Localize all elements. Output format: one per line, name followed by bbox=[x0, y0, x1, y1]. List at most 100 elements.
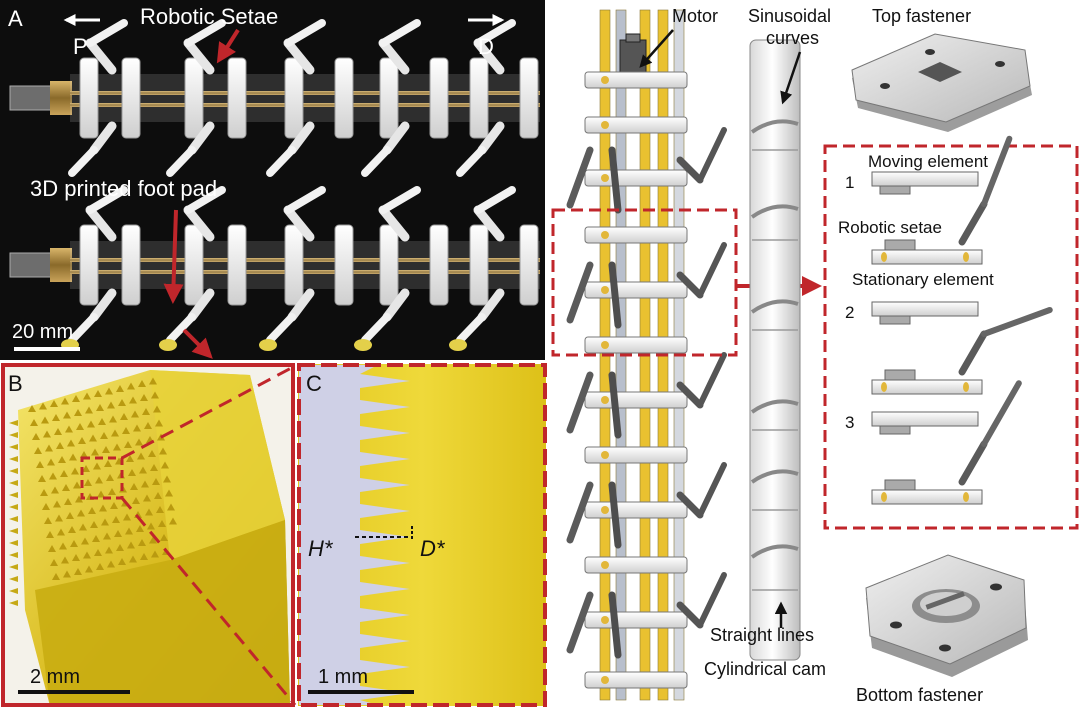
microspike bbox=[98, 418, 106, 425]
disc-bolt bbox=[601, 676, 609, 684]
height-symbol: H* bbox=[308, 536, 334, 561]
assembly-seta bbox=[676, 156, 704, 184]
zoom-line-top bbox=[121, 364, 296, 460]
step-number-2: 2 bbox=[845, 303, 854, 322]
microspike bbox=[154, 492, 162, 499]
microspike bbox=[81, 537, 89, 545]
microspike bbox=[79, 523, 87, 531]
cam-groove bbox=[750, 119, 799, 134]
microspike bbox=[99, 504, 107, 512]
edge-spike bbox=[9, 468, 18, 474]
assembly-disc bbox=[584, 671, 688, 689]
microspike bbox=[149, 536, 157, 544]
inset-seta-link bbox=[981, 135, 1013, 207]
seta-link bbox=[287, 121, 315, 155]
scale-label-c: 1 mm bbox=[318, 666, 368, 688]
motor-arrow bbox=[639, 29, 674, 68]
motor-gear bbox=[50, 248, 72, 282]
disc-bolt bbox=[601, 341, 609, 349]
microspike bbox=[38, 475, 46, 482]
assembly-disc bbox=[584, 501, 688, 519]
microspike bbox=[125, 527, 133, 535]
microspike bbox=[140, 553, 148, 560]
moving-element bbox=[871, 301, 979, 317]
inset-seta-link bbox=[958, 440, 988, 486]
seta-link bbox=[266, 146, 296, 177]
robot-photo-top bbox=[9, 19, 540, 177]
microspike bbox=[169, 517, 177, 525]
microspike bbox=[78, 437, 86, 444]
seta-link bbox=[287, 288, 315, 322]
microspike bbox=[64, 498, 72, 505]
microspike bbox=[112, 516, 120, 523]
seta-link bbox=[473, 205, 505, 242]
seta-link bbox=[85, 205, 117, 242]
assembly-disc bbox=[584, 611, 688, 629]
top-fastener-label: Top fastener bbox=[872, 6, 971, 26]
assembly-seta bbox=[566, 591, 594, 654]
edge-spike bbox=[9, 600, 18, 606]
microspike bbox=[69, 453, 77, 461]
robot-disc bbox=[121, 224, 141, 306]
panel-c-letter: C bbox=[306, 371, 322, 396]
microspike bbox=[152, 478, 160, 485]
robot-disc bbox=[519, 57, 539, 139]
microspike bbox=[101, 518, 109, 526]
cam-groove bbox=[750, 299, 799, 314]
foot-pad bbox=[159, 339, 177, 351]
robotic-setae-label: Robotic Setae bbox=[140, 4, 278, 29]
assembly-seta bbox=[676, 381, 704, 409]
robot-disc bbox=[284, 57, 304, 139]
disc-bolt bbox=[601, 174, 609, 182]
microspike bbox=[148, 450, 156, 457]
scale-label-a: 20 mm bbox=[12, 321, 73, 343]
seta-link bbox=[183, 205, 215, 242]
foot-pad-zoom-arrow bbox=[182, 328, 213, 359]
brass-rod bbox=[70, 91, 540, 95]
microspike bbox=[72, 554, 80, 561]
moving-element bbox=[871, 171, 979, 187]
top-fastener: Top fastener bbox=[851, 6, 1032, 132]
edge-spike bbox=[9, 552, 18, 558]
footpad-right-face bbox=[150, 370, 285, 560]
disc-bolt bbox=[601, 616, 609, 624]
foot-pad-label: 3D printed foot pad bbox=[30, 176, 217, 201]
microspike bbox=[103, 532, 111, 540]
assembly-disc bbox=[584, 116, 688, 134]
seta-link bbox=[284, 19, 326, 47]
microspike bbox=[30, 419, 38, 426]
footpad-base bbox=[35, 520, 290, 706]
assembly-seta bbox=[697, 572, 727, 628]
microspike bbox=[131, 410, 139, 418]
microspike bbox=[28, 405, 36, 412]
microspike bbox=[122, 427, 130, 434]
detail-region-box bbox=[551, 208, 738, 357]
robot-disc bbox=[429, 224, 449, 306]
brass-rod bbox=[70, 103, 540, 107]
microspike bbox=[32, 433, 40, 440]
microspike bbox=[151, 550, 159, 558]
disc-bolt bbox=[601, 121, 609, 129]
seta-link bbox=[361, 146, 391, 177]
zoom-region-box bbox=[80, 456, 124, 500]
panel-b-letter: B bbox=[8, 371, 23, 396]
microspike bbox=[52, 573, 60, 580]
microspike bbox=[88, 507, 96, 514]
assembly-seta bbox=[608, 371, 622, 439]
microspike bbox=[161, 461, 169, 469]
microspike bbox=[102, 446, 110, 453]
edge-spike bbox=[9, 516, 18, 522]
assembly-seta bbox=[608, 591, 622, 659]
moving-element-tabs bbox=[879, 425, 911, 435]
microspike bbox=[107, 560, 115, 568]
depth-symbol: D* bbox=[420, 536, 446, 561]
panel-b-frame bbox=[1, 363, 295, 707]
microspike bbox=[66, 512, 74, 519]
assembly-disc bbox=[584, 71, 688, 89]
microspike bbox=[137, 452, 145, 460]
assembly-seta bbox=[566, 371, 594, 434]
seta-link bbox=[378, 205, 410, 242]
zoom-line-bottom bbox=[120, 497, 297, 706]
microspike bbox=[141, 480, 149, 488]
